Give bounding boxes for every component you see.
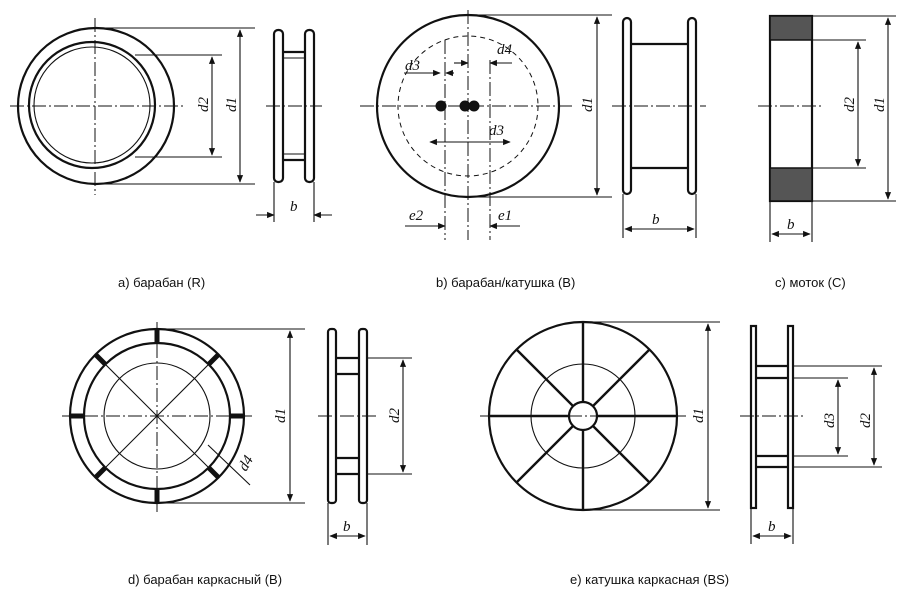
figure-b-bobbin-side — [612, 16, 706, 238]
dim-e2-b: e2 — [409, 208, 424, 224]
dim-d1-a: d1 — [224, 97, 240, 112]
dim-d1-b: d1 — [580, 97, 596, 112]
dim-b-d: b — [343, 519, 351, 535]
dim-b-b: b — [652, 212, 660, 228]
dim-d1-d: d1 — [273, 408, 289, 423]
figure-d-frame-drum-front — [62, 322, 305, 512]
dim-e1-b: e1 — [498, 208, 512, 224]
dim-d3-b: d3 — [489, 123, 504, 139]
figure-e-frame-bobbin-front — [480, 320, 720, 512]
dim-d4-d: d4 — [236, 453, 258, 474]
dim-b-a: b — [290, 199, 298, 215]
dim-d1-e: d1 — [691, 408, 707, 423]
dim-d2-a: d2 — [196, 97, 212, 113]
dim-b-e: b — [768, 519, 776, 535]
caption-c: c) моток (C) — [775, 275, 846, 290]
dim-d1-c: d1 — [872, 97, 888, 112]
dim-d2-e: d2 — [858, 413, 874, 429]
caption-b: b) барабан/катушка (B) — [436, 275, 575, 290]
dim-b-c: b — [787, 217, 795, 233]
figure-b-bobbin-front — [360, 10, 612, 240]
figure-c-coil — [758, 14, 896, 242]
caption-d: d) барабан каркасный (B) — [128, 572, 282, 587]
dim-d2-c: d2 — [842, 97, 858, 113]
dim-d3-e: d3 — [822, 413, 838, 428]
figure-a-drum-front — [10, 18, 255, 195]
dim-d2-d: d2 — [387, 408, 403, 424]
dim-d5-b: d3 — [405, 58, 420, 74]
figure-d-frame-drum-side — [318, 327, 412, 545]
figure-a-drum-side — [256, 28, 332, 222]
figure-e-frame-bobbin-side — [740, 324, 882, 544]
caption-a: а) барабан (R) — [118, 275, 205, 290]
dim-d4-b: d4 — [497, 42, 513, 58]
caption-e: e) катушка каркасная (BS) — [570, 572, 729, 587]
